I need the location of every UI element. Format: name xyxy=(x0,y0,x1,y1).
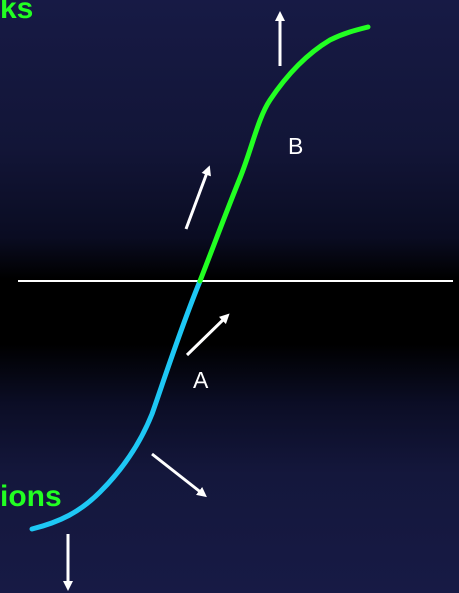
top-left-text-fragment: ks xyxy=(0,0,34,25)
point-label-b: B xyxy=(288,133,304,159)
point-label-a: A xyxy=(193,367,209,393)
diagonal-arrow-right-down xyxy=(151,452,207,498)
diagonal-arrow-up xyxy=(184,165,211,230)
upper-curve-segment xyxy=(197,24,371,284)
diagonal-arrow-right-up xyxy=(185,313,230,357)
bottom-left-text-fragment: ions xyxy=(0,480,62,513)
lower-curve-segment xyxy=(29,278,203,532)
